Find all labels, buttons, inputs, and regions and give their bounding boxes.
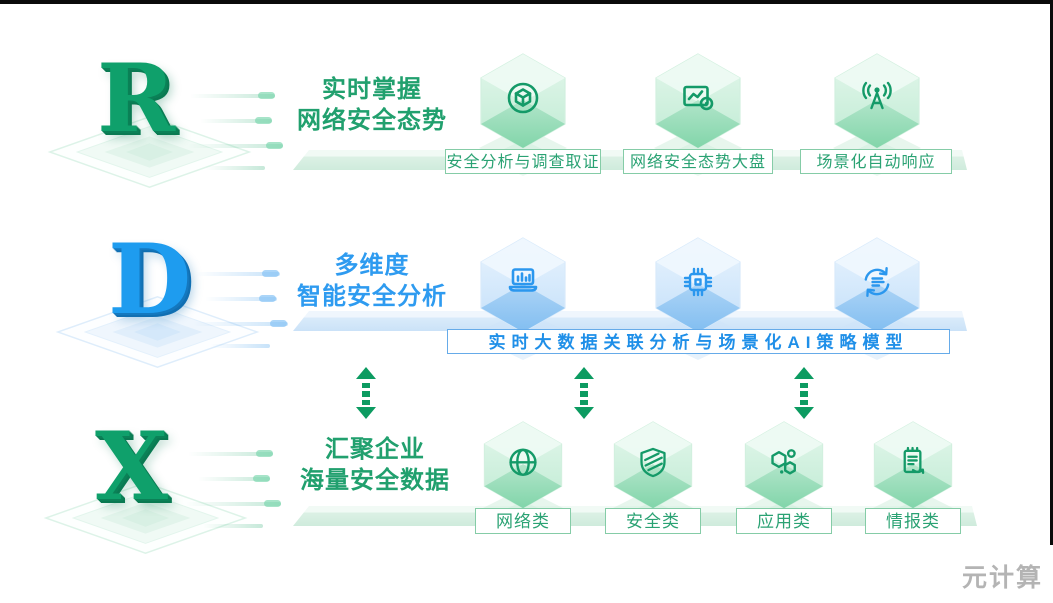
speed-line [195,272,280,276]
row-x-title-line2: 海量安全数据 [300,467,450,494]
row-d-title-line1: 多维度 [334,252,410,279]
speed-pill [259,295,276,302]
cube-icon [507,82,539,114]
speed-line [193,322,288,326]
label-intel-class: 情报类 [865,508,961,534]
antenna-icon [862,81,892,110]
speed-line [198,477,270,481]
speed-line [188,452,273,456]
speed-line [203,524,263,528]
label-security-analysis: 安全分析与调查取证 [445,149,601,174]
double-arrow-icon [356,367,376,419]
row-x-title: 汇聚企业 海量安全数据 [275,434,475,496]
platform-pad-green [47,116,252,188]
speed-pill [262,270,279,277]
platform-pad-green [43,482,248,554]
watermark-text: 元计算 [961,564,1043,592]
row-d-title-line2: 智能安全分析 [297,283,447,310]
label-application-class: 应用类 [736,508,832,534]
clipboard-icon [903,446,925,475]
speed-pill [266,142,283,149]
label-security-class: 安全类 [605,508,701,534]
hex-cube-policy-sync [833,237,921,360]
speed-pill [255,117,272,124]
row-r-title-line1: 实时掌握 [322,76,422,103]
speed-pill [258,92,275,99]
molecule-icon [771,449,796,475]
letter-r: R [97,44,176,154]
speed-pill [256,450,273,457]
speed-pill [264,500,281,507]
platform-bar-blue [293,311,967,331]
shield-icon [640,447,666,478]
letter-x: X [95,412,168,522]
speed-line [200,119,272,123]
row-r-title-line2: 网络安全态势 [297,107,447,134]
label-posture-dashboard: 网络安全态势大盘 [623,149,773,174]
row-d-title: 多维度 智能安全分析 [272,250,472,312]
speed-line [186,502,281,506]
dashboard-icon [683,85,714,111]
label-bigdata-ai-model: 实时大数据关联分析与场景化AI策略模型 [447,329,950,354]
platform-pad-blue [55,296,260,368]
label-network-class: 网络类 [475,508,571,534]
right-border-line [1050,0,1053,545]
row-r-title: 实时掌握 网络安全态势 [272,74,472,136]
speed-pill [253,475,270,482]
letter-d: D [108,223,192,336]
speed-line [188,144,283,148]
cpu-icon [683,267,713,297]
sync-icon [864,267,890,297]
label-auto-response: 场景化自动响应 [800,149,952,174]
top-border-line [0,0,1053,4]
row-x-title-line1: 汇聚企业 [325,436,425,463]
speed-line [210,344,270,348]
speed-line [205,166,265,170]
laptop-chart-icon [508,268,538,292]
globe-icon [509,448,537,476]
double-arrow-icon [794,367,814,419]
speed-line [190,94,275,98]
speed-pill [270,320,287,327]
speed-line [205,297,277,301]
double-arrow-icon [574,367,594,419]
